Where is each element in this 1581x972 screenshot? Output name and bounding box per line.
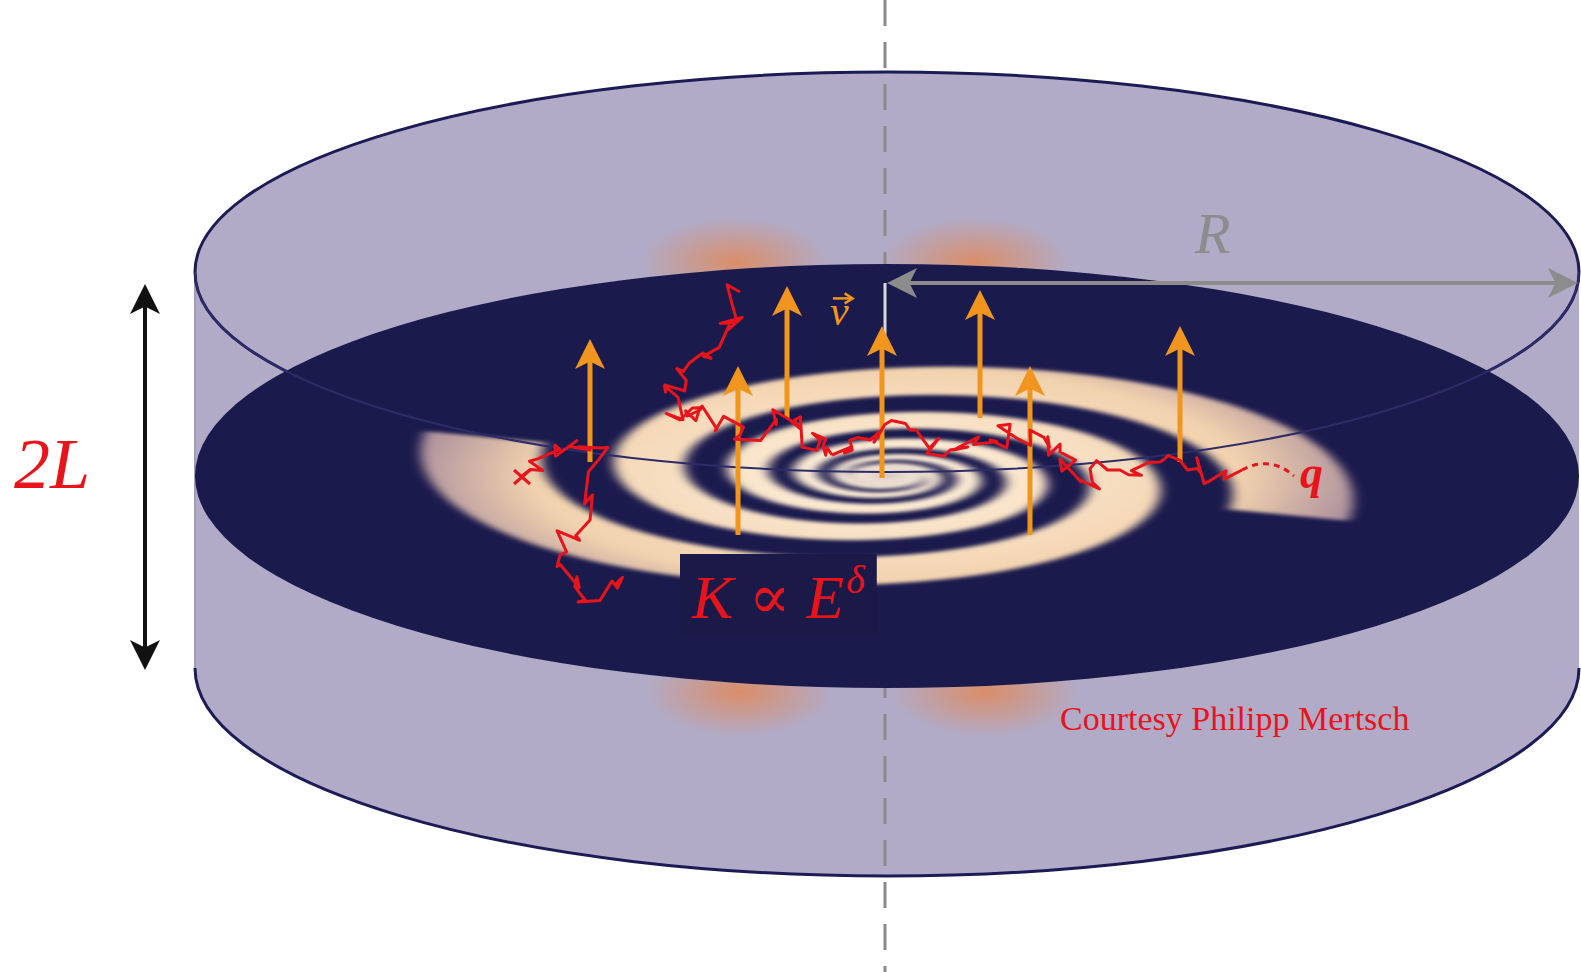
radius-arrow xyxy=(893,281,1572,285)
halo-top-rim-front xyxy=(195,272,1579,472)
height-label: 2L xyxy=(14,428,90,500)
galactic-disk xyxy=(195,264,1579,688)
halo-cylinder xyxy=(195,72,1579,876)
wind-arrow xyxy=(736,372,741,535)
cosmic-ray-path xyxy=(522,441,622,602)
credit-note: Courtesy Philipp Mertsch xyxy=(1060,702,1409,736)
wind-arrow xyxy=(588,345,593,462)
wind-arrows xyxy=(590,292,1180,535)
diffusion-formula: K ∝ E xyxy=(692,566,844,628)
wind-arrow xyxy=(785,292,790,418)
formula-background xyxy=(680,554,877,636)
illustration-part xyxy=(303,316,1471,635)
height-arrow xyxy=(143,290,147,664)
wind-arrow xyxy=(1178,332,1183,462)
velocity-label: v xyxy=(830,290,849,332)
cosmic-ray-paths xyxy=(514,285,1294,602)
wind-arrow xyxy=(1028,372,1033,535)
cosmic-ray-path xyxy=(664,285,832,455)
spiral-arms xyxy=(303,316,1471,635)
wind-arrow xyxy=(978,296,983,418)
cosmic-ray-path xyxy=(832,421,1242,489)
start-cross xyxy=(514,470,530,484)
source-trail xyxy=(1242,464,1294,476)
halo-bottom-rim xyxy=(195,668,1579,876)
galactic-bulge xyxy=(836,460,939,491)
wind-arrow xyxy=(880,332,885,478)
source-label: q xyxy=(1300,450,1323,496)
centre-marker xyxy=(884,283,887,335)
radius-label: R xyxy=(1195,205,1230,263)
formula-exponent: δ xyxy=(846,560,865,600)
